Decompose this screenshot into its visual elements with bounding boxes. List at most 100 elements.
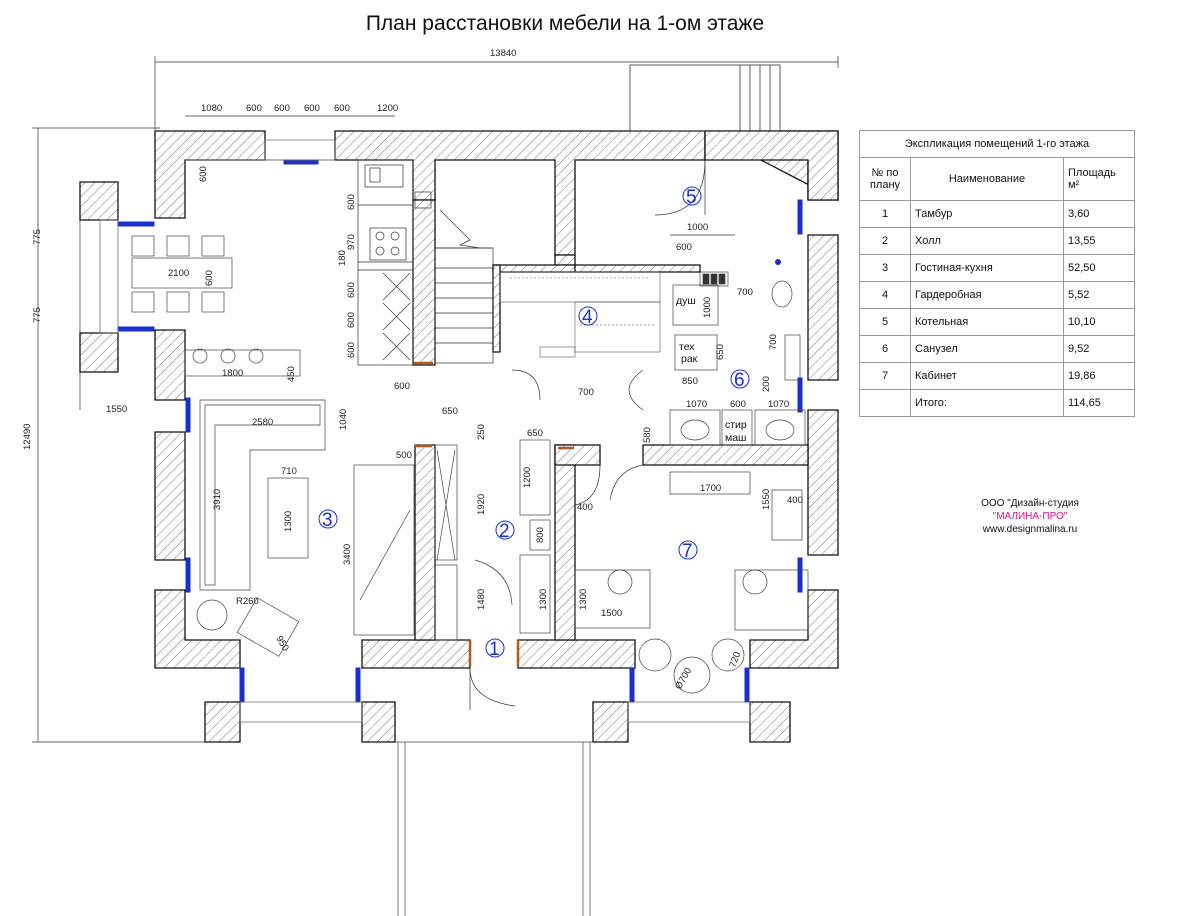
row-name: Гардеробная: [910, 281, 1064, 309]
dim-hall-250: 250: [476, 424, 487, 440]
row-no: 1: [859, 200, 911, 228]
room-number-6: 6: [734, 370, 745, 391]
bathroom-fixtures: [669, 271, 806, 446]
room-number-7: 7: [682, 541, 693, 562]
dim-office-1700: 1700: [700, 483, 721, 494]
dim-bath-700: 700: [768, 334, 779, 350]
row-no: 4: [859, 281, 911, 309]
row-no: 5: [859, 308, 911, 336]
row-name: Холл: [910, 227, 1064, 255]
row-area: 52,50: [1063, 254, 1135, 282]
explication-caption: Экспликация помещений 1-го этажа: [859, 130, 1135, 158]
front-steps: [395, 741, 593, 916]
dim-bath-850: 850: [682, 376, 698, 387]
dim-office-1300: 1300: [578, 589, 589, 610]
dim-hall-1200: 1200: [522, 467, 533, 488]
dim-radius: R260: [236, 596, 259, 607]
dim-hall-1300: 1300: [538, 589, 549, 610]
room-number-4: 4: [582, 307, 593, 328]
row-area: 10,10: [1063, 308, 1135, 336]
overall-dimensions: [32, 56, 839, 743]
dim-kitchen-600-b: 600: [346, 282, 357, 298]
dim-left-775-b: 775: [32, 307, 43, 323]
dim-boiler-1000: 1000: [687, 222, 708, 233]
shower-label: душ: [676, 295, 696, 307]
dim-wall-500: 500: [396, 450, 412, 461]
dim-top-600-b: 600: [274, 103, 290, 114]
row-area: 3,60: [1063, 200, 1135, 228]
row-area: 9,52: [1063, 335, 1135, 363]
washer-label-1: стир: [725, 419, 747, 431]
row-no: 7: [859, 362, 911, 390]
dim-top-600-a: 600: [246, 103, 262, 114]
dim-left-1550: 1550: [106, 404, 127, 415]
staircase: [434, 209, 494, 364]
dim-kitchen-600-d: 600: [346, 342, 357, 358]
dim-bar-1800: 1800: [222, 368, 243, 379]
room-number-1: 1: [489, 639, 500, 660]
tech-rack-label-1: тех: [679, 341, 695, 353]
dim-bath-580: 580: [642, 427, 653, 443]
dim-top-1200: 1200: [377, 103, 398, 114]
total-spacer: [859, 389, 911, 417]
company-brand: "МАЛИНА-ПРО": [992, 511, 1068, 522]
dim-office-400-b: 400: [787, 495, 803, 506]
row-name: Тамбур: [910, 200, 1064, 228]
company-name: ООО "Дизайн-студия: [981, 498, 1079, 509]
dim-office-1500: 1500: [601, 608, 622, 619]
dim-top-600-c: 600: [304, 103, 320, 114]
row-area: 19,86: [1063, 362, 1135, 390]
wardrobe-shelves: [499, 271, 661, 358]
dim-dining-2100: 2100: [168, 268, 189, 279]
window-frames: [99, 139, 751, 723]
dim-hall-800: 800: [535, 527, 546, 543]
dim-stair-600: 600: [394, 381, 410, 392]
page-title: План расстановки мебели на 1-ом этаже: [365, 12, 765, 35]
total-area: 114,65: [1063, 389, 1135, 417]
header-area: Площадь м²: [1063, 157, 1135, 201]
washer-label-2: маш: [725, 432, 746, 444]
row-name: Гостиная-кухня: [910, 254, 1064, 282]
door-jambs: [413, 361, 574, 666]
row-name: Котельная: [910, 308, 1064, 336]
dim-kitchen-970: 970: [346, 234, 357, 250]
kitchen-dimensions: 600 970 180 600 600 600 600 600: [198, 166, 410, 392]
row-area: 5,52: [1063, 281, 1135, 309]
dim-hall-650-a: 650: [442, 406, 458, 417]
dim-window-600: 600: [198, 166, 209, 182]
company-block: ООО "Дизайн-студия "МАЛИНА-ПРО" www.desi…: [930, 497, 1130, 536]
company-site: www.designmalina.ru: [982, 524, 1078, 535]
dim-top-600-d: 600: [334, 103, 350, 114]
hall-furniture: [434, 439, 551, 641]
dim-left-775-a: 775: [32, 229, 43, 245]
dim-overall-width: 13840: [490, 48, 516, 59]
boiler-equipment: [670, 234, 781, 265]
room-number-5: 5: [686, 187, 697, 208]
dim-hall-650-b: 650: [527, 428, 543, 439]
room-number-2: 2: [499, 521, 510, 542]
dim-office-d700: Ø700: [673, 666, 694, 692]
header-name: Наименование: [910, 157, 1064, 201]
dim-armchair-950: 950: [273, 634, 290, 653]
dim-bath-1070-b: 1070: [768, 399, 789, 410]
dim-rack-650: 650: [715, 344, 726, 360]
dim-office-720: 720: [727, 650, 743, 669]
dim-sofa-2580: 2580: [252, 417, 273, 428]
dim-bath-1070-a: 1070: [686, 399, 707, 410]
top-dimension-segments: 1080 600 600 600 600 1200: [201, 103, 398, 114]
dim-sofa-1040: 1040: [338, 409, 349, 430]
dim-shower-1000: 1000: [702, 297, 713, 318]
dim-boiler-600: 600: [676, 242, 692, 253]
windows: [117, 159, 803, 703]
dim-top-1080: 1080: [201, 103, 222, 114]
dim-hall-1480: 1480: [476, 589, 487, 610]
tech-rack-label-2: рак: [681, 353, 698, 365]
dim-table-1300: 1300: [283, 511, 294, 532]
row-name: Кабинет: [910, 362, 1064, 390]
row-name: Санузел: [910, 335, 1064, 363]
kitchen-run: [357, 159, 432, 366]
dim-bath-600: 600: [730, 399, 746, 410]
room-number-markers: [318, 186, 750, 658]
explication-table: Экспликация помещений 1-го этажа № по пл…: [859, 130, 1135, 417]
